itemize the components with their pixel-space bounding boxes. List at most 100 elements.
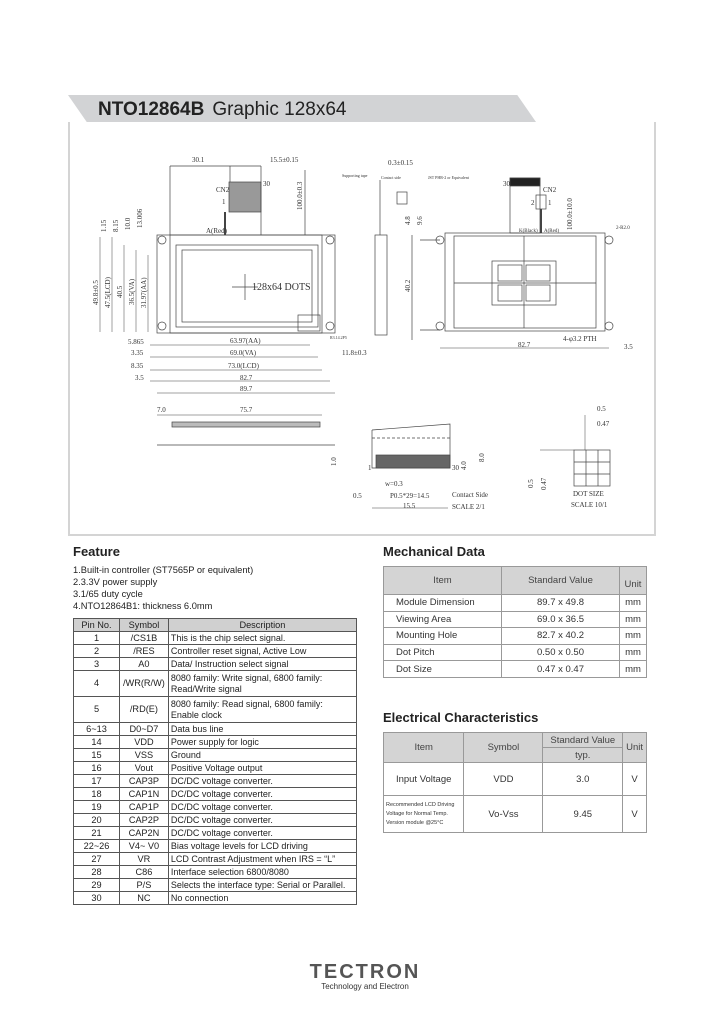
pin-number: 16 xyxy=(73,761,120,775)
mechanical-drawing: 30.1 15.5±0.15 100.0±0.3 CN2 30 1 A(Red)… xyxy=(92,156,633,511)
wire-label: K(Black) xyxy=(519,229,538,234)
connector-label: CN2 xyxy=(216,186,230,194)
fpc-connector xyxy=(228,181,262,213)
dim-label: 1.0 xyxy=(330,457,338,466)
pin-symbol: /RES xyxy=(119,644,169,658)
pin-description: Ground xyxy=(167,748,358,762)
dim-label: 7.0 xyxy=(157,406,166,414)
dim-label: 36.5(VA) xyxy=(128,278,136,305)
front-view xyxy=(99,165,336,394)
dim-label: 82.7 xyxy=(240,374,253,382)
pin-description: Interface selection 6800/8080 xyxy=(167,865,358,879)
pin-description: DC/DC voltage converter. xyxy=(167,800,358,814)
pin-number: 14 xyxy=(73,735,120,749)
dim-label: 1.15 xyxy=(100,219,108,232)
pin-number: 19 xyxy=(73,800,120,814)
column-header: Item xyxy=(383,566,502,595)
dim-label: 63.97(AA) xyxy=(230,337,261,345)
dot-size-detail xyxy=(540,415,611,487)
feature-item: 2.3.3V power supply xyxy=(73,577,158,587)
note-label: JST PHR-2 or Equivalent xyxy=(428,175,470,180)
pin-description: DC/DC voltage converter. xyxy=(167,813,358,827)
pin-label: 2 xyxy=(531,199,535,207)
feature-heading: Feature xyxy=(73,544,120,559)
dim-label: 69.0(VA) xyxy=(230,349,257,357)
pin-symbol: CAP3P xyxy=(119,774,169,788)
viewing-area xyxy=(181,249,313,323)
pin-symbol-text: VSS xyxy=(134,749,154,760)
pin-number: 20 xyxy=(73,813,120,827)
cell: Vo-Vss xyxy=(463,795,544,833)
scale-label: SCALE 2/1 xyxy=(452,503,485,511)
pin-label: 30 xyxy=(503,180,511,188)
column-header: Pin No. xyxy=(73,618,120,632)
dim-label: 5.865 xyxy=(128,338,144,346)
pin-label: 30 xyxy=(263,180,271,188)
cell: Mounting Hole xyxy=(383,627,502,645)
view-label: Contact Side xyxy=(452,491,488,499)
column-header: Symbol xyxy=(119,618,169,632)
dim-label: R3.14.2P5 xyxy=(330,335,347,340)
pin-symbol: D0~D7 xyxy=(119,722,169,736)
dim-label: 3.5 xyxy=(624,343,633,351)
dim-label: w=0.3 xyxy=(385,480,403,488)
cell: Dot Pitch xyxy=(383,643,502,662)
dim-label: 100.0±10.0 xyxy=(566,198,574,230)
pin-description: This is the chip select signal. xyxy=(167,631,358,645)
column-header: Item xyxy=(382,732,465,763)
drawing-frame xyxy=(68,122,656,536)
pin-number: 18 xyxy=(73,787,120,801)
connector-label: CN2 xyxy=(543,186,557,194)
dim-label: 4-φ3.2 PTH xyxy=(563,335,597,343)
model-subtitle: Graphic 128x64 xyxy=(212,99,347,120)
dim-label: 11.8±0.3 xyxy=(342,349,367,357)
cell: Recommended LCD Driving Voltage for Norm… xyxy=(382,795,465,833)
pin-description: Positive Voltage output xyxy=(167,761,358,775)
dim-label: 15.5±0.15 xyxy=(270,156,299,164)
table-row: Recommended LCD Driving Voltage for Norm… xyxy=(382,795,647,833)
wire-label: A(Red) xyxy=(544,229,559,234)
dim-label: 40.5 xyxy=(116,285,124,298)
note-label: Contact side xyxy=(381,175,401,180)
model-name: NTO12864B xyxy=(98,99,205,120)
dim-label: 100.0±0.3 xyxy=(296,181,304,210)
column-header: Unit xyxy=(622,732,647,763)
back-view xyxy=(435,177,614,349)
pin-number: 27 xyxy=(73,852,120,866)
column-header: Standard Value xyxy=(501,566,620,595)
tectron-logo: TECTRON Technology and Electron xyxy=(300,962,430,991)
pin-number: 15 xyxy=(73,748,120,762)
pin-symbol: P/S xyxy=(119,878,169,892)
dim-label: 15.5 xyxy=(403,502,416,510)
pin-description: Data bus line xyxy=(167,722,358,736)
pin-symbol: CAP1N xyxy=(119,787,169,801)
dim-label: 0.5 xyxy=(597,405,606,413)
pin-symbol: Vout xyxy=(119,761,169,775)
logo-tagline: Technology and Electron xyxy=(321,982,409,991)
cell: VDD xyxy=(463,762,544,796)
pin-number: 17 xyxy=(73,774,120,788)
pin-description: Power supply for logic xyxy=(167,735,358,749)
pin-description: No connection xyxy=(167,891,358,905)
dim-label: 31.97(AA) xyxy=(140,277,148,308)
dim-label: 0.47 xyxy=(597,420,610,428)
feature-item: 3.1/65 duty cycle xyxy=(73,589,143,599)
pin-label: 1 xyxy=(368,464,372,472)
dim-label: 49.8±0.5 xyxy=(92,280,100,305)
cell: 89.7 x 49.8 xyxy=(501,594,620,612)
pin-number: 4 xyxy=(73,670,120,697)
pin-number: 22~26 xyxy=(73,839,120,853)
dim-label: 8.35 xyxy=(131,362,144,370)
pin-symbol: VDD xyxy=(119,735,169,749)
dim-label: P0.5*29=14.5 xyxy=(390,492,430,500)
